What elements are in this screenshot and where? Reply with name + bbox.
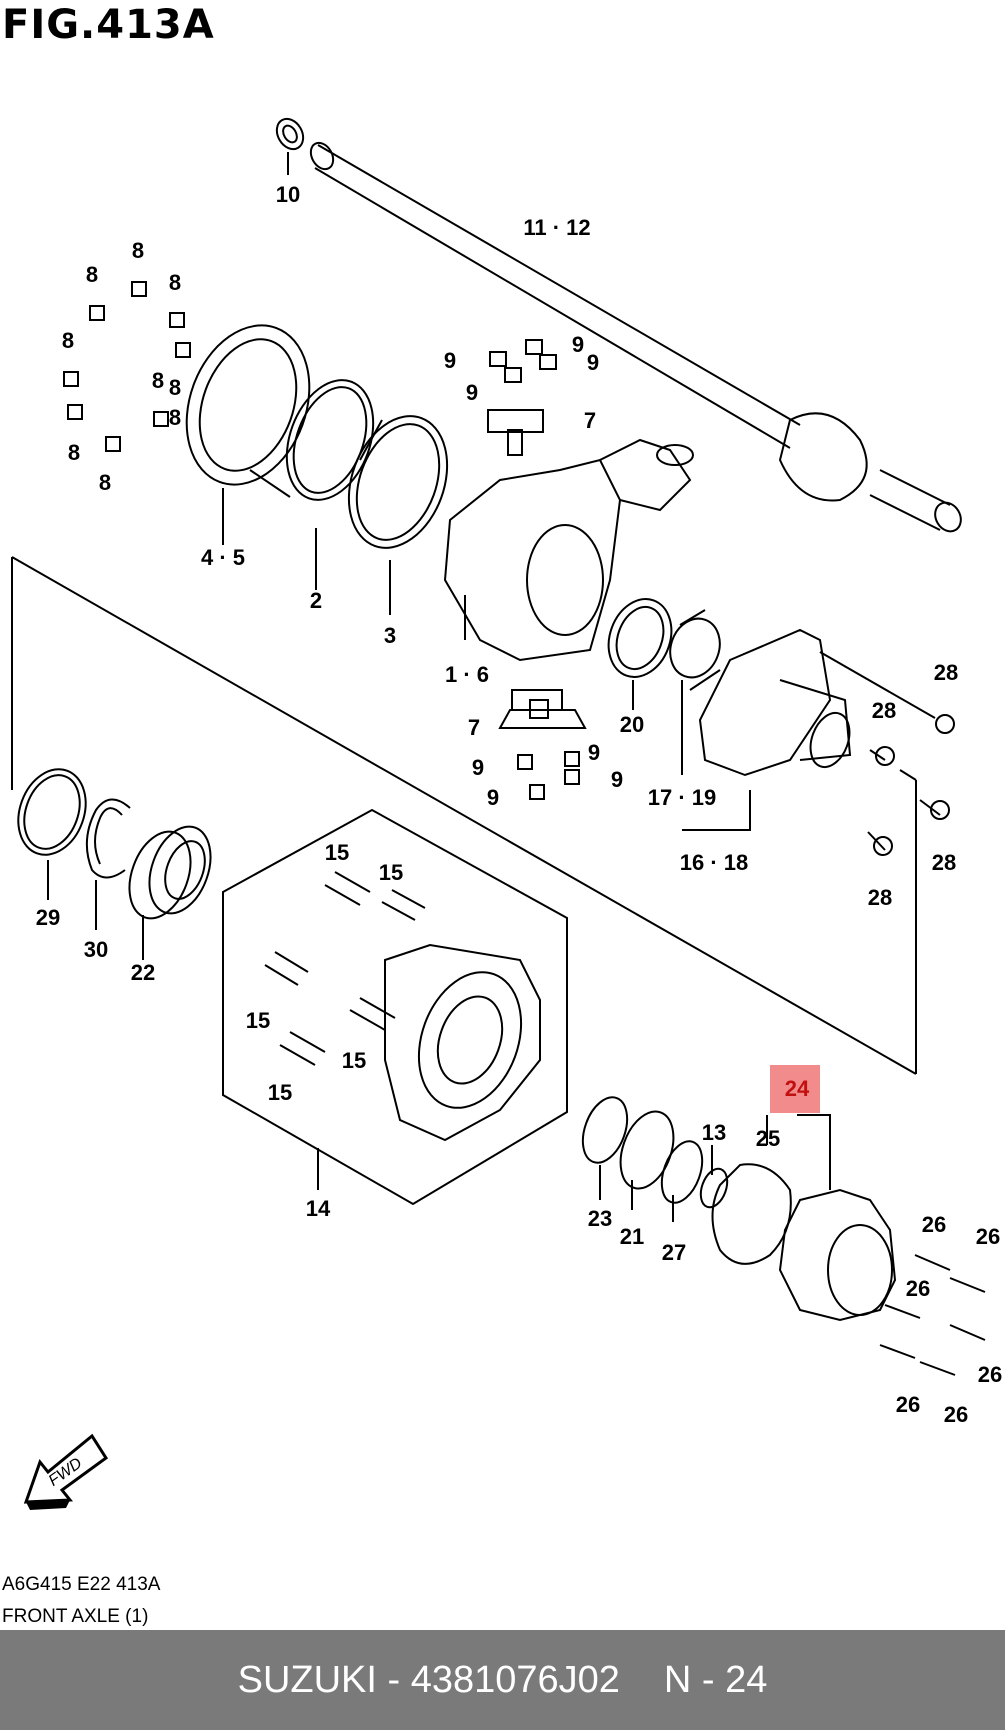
oil-seal-flange [185,324,449,549]
drive-shaft [275,117,962,533]
bolts-9 [489,339,580,800]
label-28: 28 [934,660,958,685]
label-8: 8 [132,238,144,263]
highlight-box-24 [770,1065,820,1113]
bearing-22 [128,825,212,920]
label-15: 15 [325,840,349,865]
label-8: 8 [68,440,80,465]
diagram-caption: FRONT AXLE (1) [2,1606,149,1627]
label-8: 8 [169,375,181,400]
label-28: 28 [932,850,956,875]
snap-ring-13 [699,1167,729,1209]
drawing-code: A6G415 E22 413A [2,1574,161,1595]
label-9: 9 [572,332,584,357]
wheel-studs [264,871,426,1066]
gasket-27 [660,1140,704,1204]
wheel-spindle [698,628,852,777]
free-wheel-hub-cover [778,1188,897,1322]
label-7: 7 [468,715,480,740]
king-pin-upper [487,409,544,456]
label-25: 25 [756,1126,780,1151]
label-17-19: 17 · 19 [648,785,717,810]
label-15: 15 [379,860,403,885]
label-8: 8 [86,262,98,287]
label-9: 9 [611,767,623,792]
label-4-5: 4 · 5 [201,545,245,570]
label-28: 28 [872,698,896,723]
label-15: 15 [342,1048,366,1073]
label-8: 8 [169,270,181,295]
label-14: 14 [306,1196,331,1221]
label-9: 9 [587,350,599,375]
label-7: 7 [584,408,596,433]
label-2: 2 [310,588,322,613]
footer-part-number: SUZUKI - 4381076J02 [237,1658,620,1701]
fwd-arrow-icon: FWD [23,1433,109,1510]
hub-assembly-frame [222,808,568,1206]
label-26: 26 [944,1402,968,1427]
label-13: 13 [702,1120,726,1145]
label-1-6: 1 · 6 [445,662,489,687]
label-11-12: 11 · 12 [523,215,590,240]
label-23: 23 [588,1206,612,1231]
label-9: 9 [487,785,499,810]
footer-reference: N - 24 [663,1658,768,1701]
king-pin-lower [498,689,587,729]
lock-washer-21 [619,1110,675,1190]
label-8: 8 [152,368,164,393]
label-27: 27 [662,1240,686,1265]
label-9: 9 [444,348,456,373]
label-8: 8 [99,470,111,495]
part-labels: 10 11 · 12 8 8 8 8 8 8 8 8 8 9 9 9 9 7 4… [36,182,1002,1427]
label-29: 29 [36,905,60,930]
figure-title: FIG.413A [2,2,215,48]
footer-bar: SUZUKI - 4381076J02 N - 24 [0,1630,1005,1730]
label-26: 26 [906,1276,930,1301]
bolts-8 [63,281,191,452]
bolts-28 [819,651,955,856]
label-26: 26 [978,1362,1002,1387]
oil-seal-20 [607,598,673,678]
bush-17-19 [669,609,721,691]
oil-seal-29 [17,768,87,856]
label-9: 9 [472,755,484,780]
label-15: 15 [268,1080,292,1105]
washer-23 [581,1096,629,1164]
label-8: 8 [169,405,181,430]
label-16-18: 16 · 18 [680,850,749,875]
gasket-25 [711,1163,792,1265]
label-26: 26 [922,1212,946,1237]
circlip-30 [85,798,131,879]
label-26: 26 [976,1224,1000,1249]
steering-knuckle [443,438,694,662]
label-28: 28 [868,885,892,910]
label-9: 9 [588,740,600,765]
bolts-26 [879,1254,986,1376]
label-30: 30 [84,937,108,962]
label-26: 26 [896,1392,920,1417]
label-24: 24 [785,1076,810,1101]
label-15: 15 [246,1008,270,1033]
label-8: 8 [62,328,74,353]
label-9: 9 [466,380,478,405]
label-22: 22 [131,960,155,985]
label-10: 10 [276,182,300,207]
label-20: 20 [620,712,644,737]
label-21: 21 [620,1224,644,1249]
label-3: 3 [384,623,396,648]
